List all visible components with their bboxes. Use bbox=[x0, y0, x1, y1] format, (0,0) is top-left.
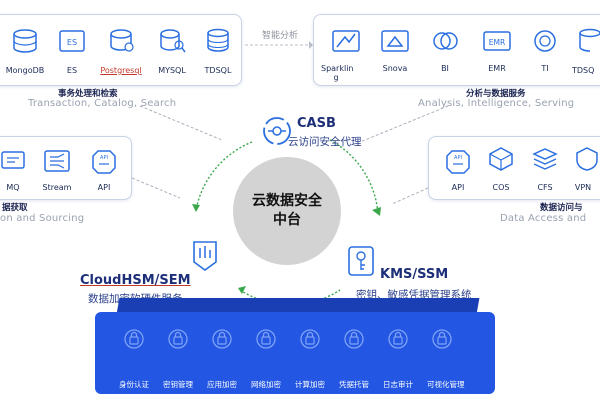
svg-text:API: API bbox=[100, 155, 108, 161]
es-icon: ES bbox=[57, 28, 87, 54]
hsm-title: CloudHSM/SEM bbox=[80, 273, 191, 288]
identity-icon bbox=[123, 328, 145, 350]
mq-icon bbox=[0, 148, 28, 174]
api-label-left: API bbox=[97, 183, 111, 192]
security-hub: 云数据安全 中台 bbox=[233, 157, 341, 265]
postgresql-icon bbox=[106, 28, 136, 54]
snova-label: Snova bbox=[382, 64, 408, 73]
bottom-bar-label: 密钥管理 bbox=[163, 380, 193, 389]
bottom-bar bbox=[95, 312, 495, 394]
api-label-right: API bbox=[451, 183, 465, 192]
analysis-caption-cn: 分析与数据服务 bbox=[466, 89, 526, 99]
snova-icon bbox=[380, 28, 410, 54]
key-icon bbox=[167, 328, 189, 350]
emr-icon: EMR bbox=[482, 28, 512, 54]
panel-analysis bbox=[313, 14, 600, 86]
sparkling-icon bbox=[331, 28, 361, 54]
bottom-bar-label: 计算加密 bbox=[295, 380, 325, 389]
bottom-bar-label: 可视化管理 bbox=[427, 380, 465, 389]
analysis-caption-en: Analysis, Intelligence, Serving bbox=[418, 98, 575, 109]
kms-icon bbox=[346, 244, 376, 278]
ti-icon bbox=[530, 28, 560, 54]
panel-access bbox=[428, 136, 600, 200]
tdsql-icon bbox=[203, 28, 233, 54]
casb-icon bbox=[260, 114, 294, 148]
mq-label: MQ bbox=[6, 183, 20, 192]
ti-label: TI bbox=[541, 64, 549, 73]
top-connector-arrow bbox=[245, 41, 313, 49]
stream-icon bbox=[42, 148, 72, 174]
stream-label: Stream bbox=[42, 183, 72, 192]
hub-line2: 中台 bbox=[273, 212, 301, 228]
sourcing-caption-cn: 据获取 bbox=[2, 203, 28, 213]
cfs-label: CFS bbox=[537, 183, 553, 192]
api-icon-left: API bbox=[89, 148, 119, 174]
transaction-caption-en: Transaction, Catalog, Search bbox=[28, 98, 177, 109]
postgresql-label: Postgresql bbox=[100, 66, 142, 75]
network-lock-icon bbox=[255, 328, 277, 350]
mongodb-label: MongoDB bbox=[5, 66, 45, 75]
bottom-bar-label: 应用加密 bbox=[207, 380, 237, 389]
mongodb-icon bbox=[10, 28, 40, 54]
tdsql-label: TDSQL bbox=[204, 66, 232, 75]
bi-label: BI bbox=[441, 64, 449, 73]
svg-text:EMR: EMR bbox=[489, 38, 505, 47]
hsm-icon bbox=[190, 238, 220, 272]
access-caption-en: Data Access and bbox=[500, 213, 587, 224]
kms-title: KMS/SSM bbox=[380, 267, 449, 282]
access-caption-cn: 数据访问与 bbox=[540, 203, 583, 213]
svg-text:API: API bbox=[454, 155, 462, 161]
sourcing-caption-en: on and Sourcing bbox=[0, 213, 85, 224]
bottom-bar-label: 身份认证 bbox=[119, 380, 149, 389]
mysql-icon bbox=[157, 28, 187, 54]
cfs-icon bbox=[530, 146, 560, 172]
sparkling-label: Sparklin g bbox=[321, 64, 354, 82]
tdsq-icon bbox=[576, 28, 600, 54]
casb-title: CASB bbox=[297, 116, 336, 131]
svg-text:ES: ES bbox=[67, 38, 77, 47]
casb-subtitle: 云访问安全代理 bbox=[288, 136, 362, 148]
visual-manage-icon bbox=[431, 328, 453, 350]
bottom-bar-label: 网络加密 bbox=[251, 380, 281, 389]
bottom-bar-label: 日志审计 bbox=[383, 380, 413, 389]
mysql-label: MYSQL bbox=[158, 66, 186, 75]
log-audit-icon bbox=[387, 328, 409, 350]
bottom-bar-label: 凭据托管 bbox=[339, 380, 369, 389]
cos-label: COS bbox=[492, 183, 510, 192]
es-label: ES bbox=[66, 66, 78, 75]
vpn-label: VPN bbox=[574, 183, 592, 192]
app-lock-icon bbox=[211, 328, 233, 350]
tdsq-label: TDSQ bbox=[572, 66, 595, 75]
smart-analysis-label: 智能分析 bbox=[262, 31, 299, 41]
credential-icon bbox=[343, 328, 365, 350]
bi-icon bbox=[430, 28, 460, 54]
emr-label: EMR bbox=[488, 64, 506, 73]
cos-icon bbox=[486, 146, 516, 172]
api-icon-right: API bbox=[443, 148, 473, 174]
compute-lock-icon bbox=[299, 328, 321, 350]
hub-line1: 云数据安全 bbox=[252, 193, 322, 209]
transaction-caption-cn: 事务处理和检索 bbox=[58, 89, 118, 99]
vpn-icon bbox=[574, 146, 600, 172]
